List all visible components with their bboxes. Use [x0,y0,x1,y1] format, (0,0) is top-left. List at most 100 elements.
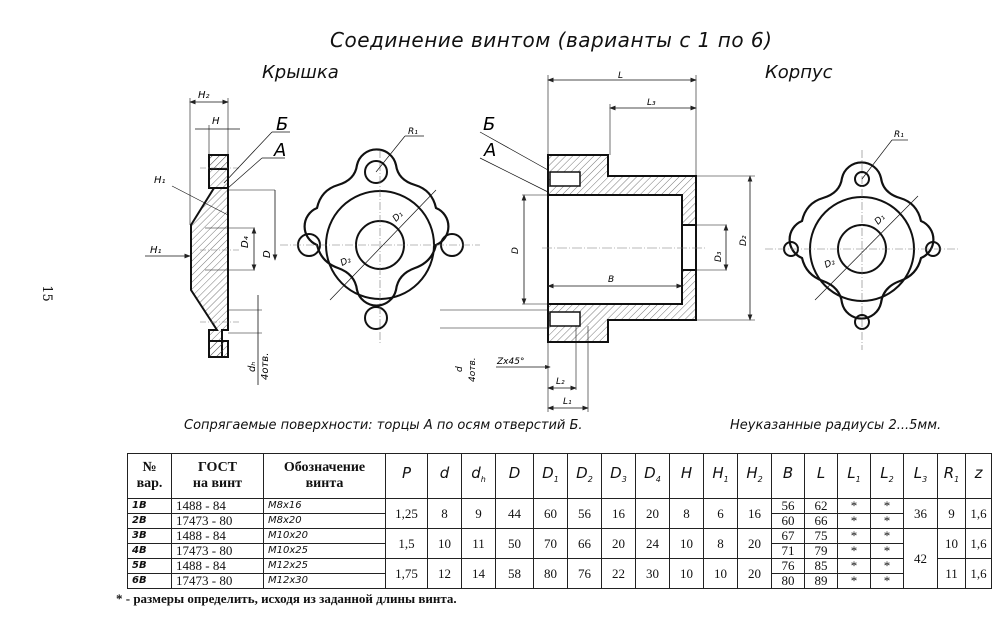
header-symbol: D1 [533,453,568,499]
cell-designation: M8x16 [263,498,386,514]
cell-L1: * [837,498,871,514]
cover-front-view [280,135,480,345]
cell-L: 75 [804,528,838,544]
cell-dh: 14 [461,558,496,589]
cell-z: 1,6 [965,528,992,559]
cell-gost: 17473 - 80 [171,543,264,559]
dim-l3-label: L₃ [647,98,656,108]
body-part-label: Корпус [765,62,833,83]
cell-gost: 1488 - 84 [171,498,264,514]
cell-D: 44 [495,498,534,529]
cell-L2: * [870,498,904,514]
cell-H2: 20 [737,558,772,589]
cell-variant: 5В [127,558,172,574]
dim-h-label: H [212,116,220,127]
body-dim-d2-label: D₂ [739,235,749,246]
cell-B: 60 [771,513,805,529]
cell-L2: * [870,558,904,574]
cell-D1: 70 [533,528,568,559]
dim-l-label: L [618,71,623,81]
cell-L1: * [837,558,871,574]
cell-B: 80 [771,573,805,589]
dim-h1-label-2: H₁ [150,245,162,256]
cell-L2: * [870,543,904,559]
table-row: 1В 1488 - 84 M8x16 1,25 8 9 44 60 56 16 … [127,498,992,529]
cell-B: 56 [771,498,805,514]
mating-surfaces-note: Сопрягаемые поверхности: торцы А по осям… [184,418,583,433]
cell-D2: 66 [567,528,602,559]
header-symbol: z [965,453,992,499]
body-dim-d1-label: D₁ [873,212,888,227]
dim-d4-label: D₄ [240,236,251,248]
cell-dh: 11 [461,528,496,559]
cell-designation: M10x25 [263,543,386,559]
header-symbol: B [771,453,805,499]
body-dim-d-small-label: d [455,366,465,372]
body-section-view [440,75,755,412]
header-symbol: D3 [601,453,636,499]
cell-L3: 42 [903,528,938,589]
dim-r1-label: R₁ [408,127,418,137]
cell-z: 1,6 [965,558,992,589]
cell-H1: 8 [703,528,738,559]
page-title: Соединение винтом (варианты с 1 по 6) [330,28,773,52]
cell-gost: 17473 - 80 [171,573,264,589]
cell-B: 67 [771,528,805,544]
holes-count-label: 4отв. [260,353,271,380]
cell-d: 8 [427,498,462,529]
cell-gost: 1488 - 84 [171,528,264,544]
cell-D3: 20 [601,528,636,559]
cell-B: 76 [771,558,805,574]
body-holes-count-label: 4отв. [468,357,478,382]
cell-L1: * [837,528,871,544]
cell-designation: M12x30 [263,573,386,589]
cell-L: 79 [804,543,838,559]
cell-d: 10 [427,528,462,559]
cell-z: 1,6 [965,498,992,529]
header-symbol: P [385,453,428,499]
cell-D4: 30 [635,558,670,589]
body-dim-r1-label: R₁ [894,130,904,140]
cell-H2: 16 [737,498,772,529]
cell-p: 1,75 [385,558,428,589]
dim-h2-label: H₂ [198,90,210,101]
cell-L: 62 [804,498,838,514]
chamfer-label: Zx45° [496,357,524,367]
cell-variant: 4В [127,543,172,559]
header-symbol: L3 [903,453,938,499]
cell-D2: 76 [567,558,602,589]
cell-L1: * [837,543,871,559]
header-symbol: dh [461,453,496,499]
header-symbol: H [669,453,704,499]
cell-H1: 6 [703,498,738,529]
cell-L1: * [837,573,871,589]
cell-D1: 80 [533,558,568,589]
cover-section-view [145,98,290,385]
header-symbol: D4 [635,453,670,499]
cell-gost: 17473 - 80 [171,513,264,529]
table-row: 5В 1488 - 84 M12x25 1,75 12 14 58 80 76 … [127,558,992,589]
header-symbol: L [804,453,838,499]
header-symbol: H1 [703,453,738,499]
dim-l1-label: L₁ [563,397,572,407]
cell-H1: 10 [703,558,738,589]
surface-a-label: А [273,140,286,161]
cell-R1: 11 [937,558,966,589]
cell-H2: 20 [737,528,772,559]
cell-R1: 10 [937,528,966,559]
table-row: 3В 1488 - 84 M10x20 1,5 10 11 50 70 66 2… [127,528,992,589]
cell-L: 85 [804,558,838,574]
cell-D3: 16 [601,498,636,529]
cell-D: 58 [495,558,534,589]
cell-D2: 56 [567,498,602,529]
footnote: * - размеры определить, исходя из заданн… [116,591,457,606]
cell-designation: M12x25 [263,558,386,574]
cell-variant: 1В [127,498,172,514]
cell-L1: * [837,513,871,529]
cell-L2: * [870,573,904,589]
dim-dh-label: dₕ [247,362,258,372]
cell-designation: M10x20 [263,528,386,544]
